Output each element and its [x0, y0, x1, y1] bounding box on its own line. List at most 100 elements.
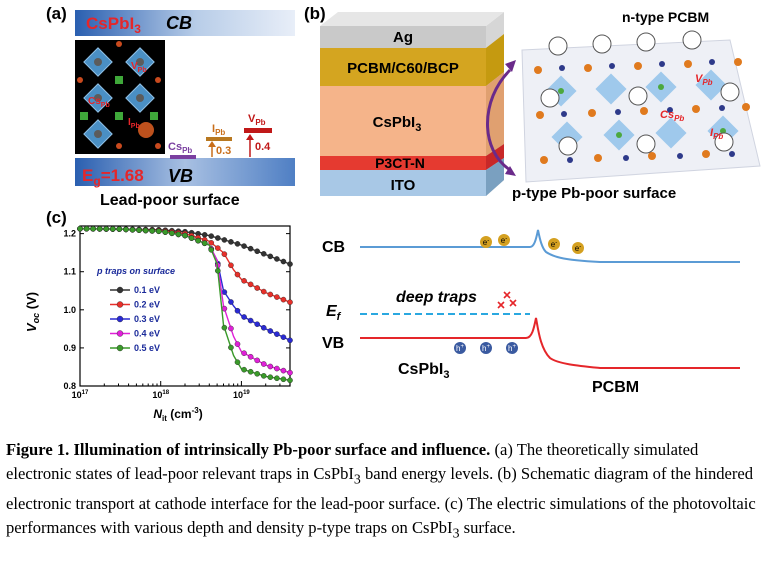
y-tick-label: 1.0 — [63, 305, 76, 315]
svg-text:e-: e- — [501, 236, 507, 245]
data-point — [260, 373, 267, 379]
data-point — [260, 251, 267, 257]
zoom-connector — [486, 68, 512, 172]
data-point — [228, 325, 234, 332]
data-point — [247, 281, 254, 288]
vb-line — [360, 317, 740, 369]
data-point — [201, 240, 208, 247]
zoom-cspb-label: CsPb — [660, 109, 684, 123]
data-point — [287, 299, 293, 305]
data-point — [215, 235, 221, 241]
svg-text:h+: h+ — [482, 344, 490, 353]
data-point — [234, 359, 241, 365]
svg-text:e-: e- — [483, 238, 489, 247]
legend-label: 0.1 eV — [134, 285, 160, 295]
eg-label: Eg=1.68 — [82, 166, 144, 188]
caption-text-3: surface. — [459, 517, 516, 537]
panel-c-label: (c) — [46, 208, 67, 227]
layer-p3ctn — [320, 156, 486, 170]
caption-sub-2: 3 — [452, 525, 460, 541]
data-point — [267, 328, 274, 334]
material-label-a: CsPbI3 — [86, 14, 141, 36]
data-point — [254, 285, 260, 291]
band-alignment-d: CB VB Ef deep traps e- e- e- e- h+ h+ h+… — [322, 229, 740, 396]
data-point — [90, 225, 96, 232]
left-material-label: CsPbI3 — [398, 361, 449, 381]
vpb-value: 0.4 — [255, 141, 271, 153]
data-point — [142, 227, 149, 234]
data-point — [274, 256, 280, 262]
data-point — [247, 245, 254, 252]
data-point — [228, 344, 234, 351]
legend-marker — [116, 315, 124, 323]
data-point — [136, 227, 142, 233]
legend-marker — [116, 330, 124, 337]
caption-title: Figure 1. Illumination of intrinsically … — [6, 440, 491, 459]
data-point — [215, 267, 221, 274]
legend-marker — [116, 344, 124, 352]
x-axis-label: Nit (cm-3) — [153, 406, 202, 423]
x-tick-label: 1019 — [233, 390, 250, 400]
data-point — [241, 350, 247, 356]
cspb-level-label: CsPb — [168, 141, 192, 155]
data-point — [208, 240, 215, 246]
data-point — [221, 324, 228, 331]
cb-line — [360, 229, 740, 263]
ipb-value: 0.3 — [216, 145, 231, 157]
data-point — [280, 334, 287, 340]
data-point — [110, 226, 116, 232]
svg-text:h+: h+ — [508, 344, 516, 353]
data-point — [260, 361, 267, 367]
y-tick-label: 1.2 — [63, 229, 76, 239]
vb-label-a: VB — [168, 166, 193, 186]
data-point — [287, 377, 293, 384]
legend-label: 0.2 eV — [134, 300, 160, 310]
layer-ag-label: Ag — [393, 29, 413, 46]
data-point — [254, 248, 260, 255]
n-type-label: n-type PCBM — [622, 9, 709, 25]
data-point — [208, 233, 215, 239]
x-tick-label: 1018 — [152, 390, 169, 400]
data-point — [241, 243, 247, 249]
cspb-level — [170, 155, 196, 159]
data-point — [254, 357, 260, 364]
data-point — [83, 225, 90, 232]
data-point — [241, 314, 247, 320]
legend-label: 0.5 eV — [134, 343, 160, 353]
zoom-ipb-label: IPb — [710, 127, 723, 141]
legend-marker — [116, 301, 124, 308]
data-point — [287, 369, 293, 376]
vpb-level — [244, 128, 272, 133]
data-point — [234, 241, 241, 247]
panel-a-label: (a) — [46, 4, 67, 23]
data-point — [195, 237, 201, 244]
data-point — [247, 353, 254, 360]
vb-band — [75, 158, 295, 186]
data-point — [221, 237, 228, 243]
data-point — [96, 226, 103, 232]
data-point — [254, 371, 260, 377]
crystal-lattice — [77, 41, 161, 149]
y-tick-label: 0.8 — [63, 381, 76, 391]
data-point — [287, 261, 293, 267]
layer-p3ctn-label: P3CT-N — [375, 155, 425, 171]
data-point — [254, 321, 260, 327]
data-point — [103, 226, 110, 232]
data-point — [241, 277, 247, 284]
panel-b: (b) Ag PCBM/C60/BCP CsPbI3 P3CT-N ITO — [300, 0, 768, 212]
data-point — [155, 228, 162, 235]
caption-sub-1: 3 — [353, 471, 361, 487]
data-point — [247, 368, 254, 375]
pcbm-molecules — [540, 30, 740, 156]
data-point — [77, 225, 83, 232]
ipb-level-label: IPb — [212, 123, 225, 137]
data-point — [215, 245, 221, 251]
data-point — [280, 376, 287, 383]
legend-title: p traps on surface — [96, 266, 175, 276]
y-tick-label: 1.1 — [63, 267, 76, 277]
zoom-vpb-label: VPb — [695, 73, 713, 87]
data-point — [274, 365, 280, 372]
data-point — [169, 230, 175, 237]
series-0.5-eV — [77, 225, 293, 384]
